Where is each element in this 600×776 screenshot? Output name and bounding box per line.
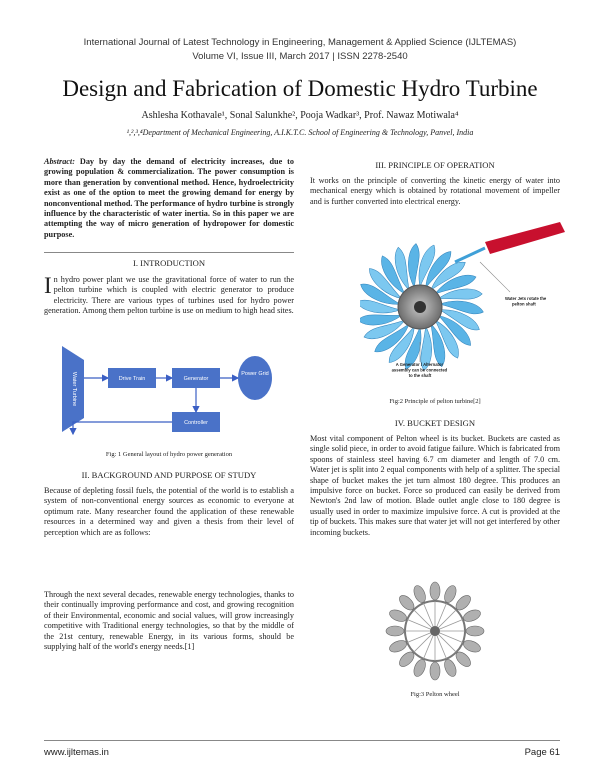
wheel-bucket (463, 640, 481, 653)
principle-text: It works on the principle of converting … (310, 176, 560, 206)
wheel-bucket (429, 661, 441, 681)
bucket (438, 309, 480, 331)
jet-label-line2: pelton shaft (512, 302, 536, 307)
generator-note-line2: assembly can be connected (392, 368, 448, 373)
bucket (425, 251, 452, 289)
bucket (404, 326, 422, 370)
bucket (418, 244, 436, 288)
generator-box (172, 368, 220, 388)
bucket (434, 275, 477, 295)
controller-label: Controller (184, 420, 208, 426)
jet-label-line1: Water Jets rotate the (505, 296, 547, 301)
water-turbine-label: Water Turbine (71, 372, 77, 406)
pelton-buckets (360, 243, 484, 371)
wheel-bucket (385, 625, 405, 637)
fig2-caption: Fig:2 Principle of pelton turbine[2] (389, 398, 481, 405)
wheel-hub (430, 626, 440, 636)
footer-rule (44, 740, 560, 741)
wheel-bucket (429, 581, 441, 601)
abstract-text: Day by day the demand of electricity inc… (44, 157, 294, 239)
affiliation: ¹,²,³,⁴Department of Mechanical Engineer… (126, 128, 474, 137)
generator-note-line1: A Generator / Alternator (396, 362, 444, 367)
wheel-bucket (399, 595, 415, 611)
bucket (369, 268, 403, 300)
wheel-bucket (413, 659, 426, 677)
bucket (434, 319, 459, 359)
bucket (437, 314, 471, 346)
intro-body: n hydro power plant we use the gravitati… (44, 275, 294, 316)
bucket (438, 300, 484, 315)
wheel-bucket (413, 585, 426, 603)
generator-note: A Generator / Alternator assembly can be… (392, 362, 449, 378)
wheel-bucket (399, 651, 415, 667)
footer-site: www.ijltemas.in (44, 747, 109, 758)
volume-line: Volume VI, Issue III, March 2017 | ISSN … (192, 51, 408, 62)
bucket (363, 319, 406, 339)
drive-train-box (108, 368, 156, 388)
pelton-principle-image: Water Jets rotate the pelton shaft A Gen… (360, 222, 565, 378)
fig1-caption: Fig: 1 General layout of hydro power gen… (105, 451, 233, 458)
wheel-bucket (389, 609, 407, 622)
controller-box (172, 412, 220, 432)
bucket (360, 314, 403, 326)
journal-header: International Journal of Latest Technolo… (83, 37, 517, 48)
generator-label: Generator (184, 376, 209, 382)
section-heading-bucket: IV. BUCKET DESIGN (394, 418, 476, 428)
abstract: Abstract: Day by day the demand of elect… (44, 157, 294, 240)
bucket (388, 325, 415, 363)
section-heading-background: II. BACKGROUND AND PURPOSE OF STUDY (81, 470, 257, 480)
power-grid-shape (238, 356, 272, 400)
hydro-layout-diagram: Water Turbine Drive Train Generator Powe… (62, 346, 272, 436)
wheel-bucket (389, 640, 407, 653)
wheel-bucket (463, 609, 481, 622)
fig3-caption: Fig:3 Pelton wheel (410, 691, 460, 698)
bucket (360, 283, 402, 305)
bucket (437, 288, 483, 300)
bucket (360, 299, 402, 314)
authors: Ashlesha Kothavale¹, Sonal Salunkhe², Po… (141, 110, 459, 121)
bucket (374, 323, 410, 353)
water-turbine-shape (62, 346, 84, 432)
wheel-bucket (455, 595, 471, 611)
footer-page: Page 61 (524, 747, 560, 758)
bucket (381, 255, 406, 295)
bucket (430, 323, 446, 368)
background-para-2: Through the next several decades, renewa… (44, 590, 294, 652)
section-heading-principle: III. PRINCIPLE OF OPERATION (375, 160, 495, 170)
feedback-arrow (69, 421, 172, 436)
bucket (420, 325, 432, 371)
paper-title: Design and Fabrication of Domestic Hydro… (62, 76, 538, 101)
bucket-text: Most vital component of Pelton wheel is … (310, 434, 560, 537)
divider (44, 252, 294, 253)
pelton-wheel (385, 581, 485, 681)
dropcap: I (44, 273, 52, 298)
drive-train-label: Drive Train (119, 376, 146, 382)
generator-note-line3: to the shaft (409, 373, 432, 378)
jet-label: Water Jets rotate the pelton shaft (505, 296, 547, 307)
abstract-label: Abstract: (44, 157, 75, 166)
bucket (394, 246, 410, 291)
wheel-bucket (444, 585, 457, 603)
power-grid-label: Power Grid (241, 371, 269, 377)
callout-line (479, 261, 511, 293)
bucket (430, 261, 466, 291)
bucket (408, 243, 420, 289)
nozzle (485, 222, 565, 254)
wheel-bucket (455, 651, 471, 667)
background-para-1: Because of depleting fossil fuels, the p… (44, 486, 294, 537)
wheel-bucket (444, 659, 457, 677)
section-heading-introduction: I. INTRODUCTION (132, 258, 206, 268)
shaft (414, 301, 426, 313)
wheel-bucket (465, 625, 485, 637)
pelton-wheel-image (385, 581, 485, 681)
water-jet (454, 246, 486, 264)
